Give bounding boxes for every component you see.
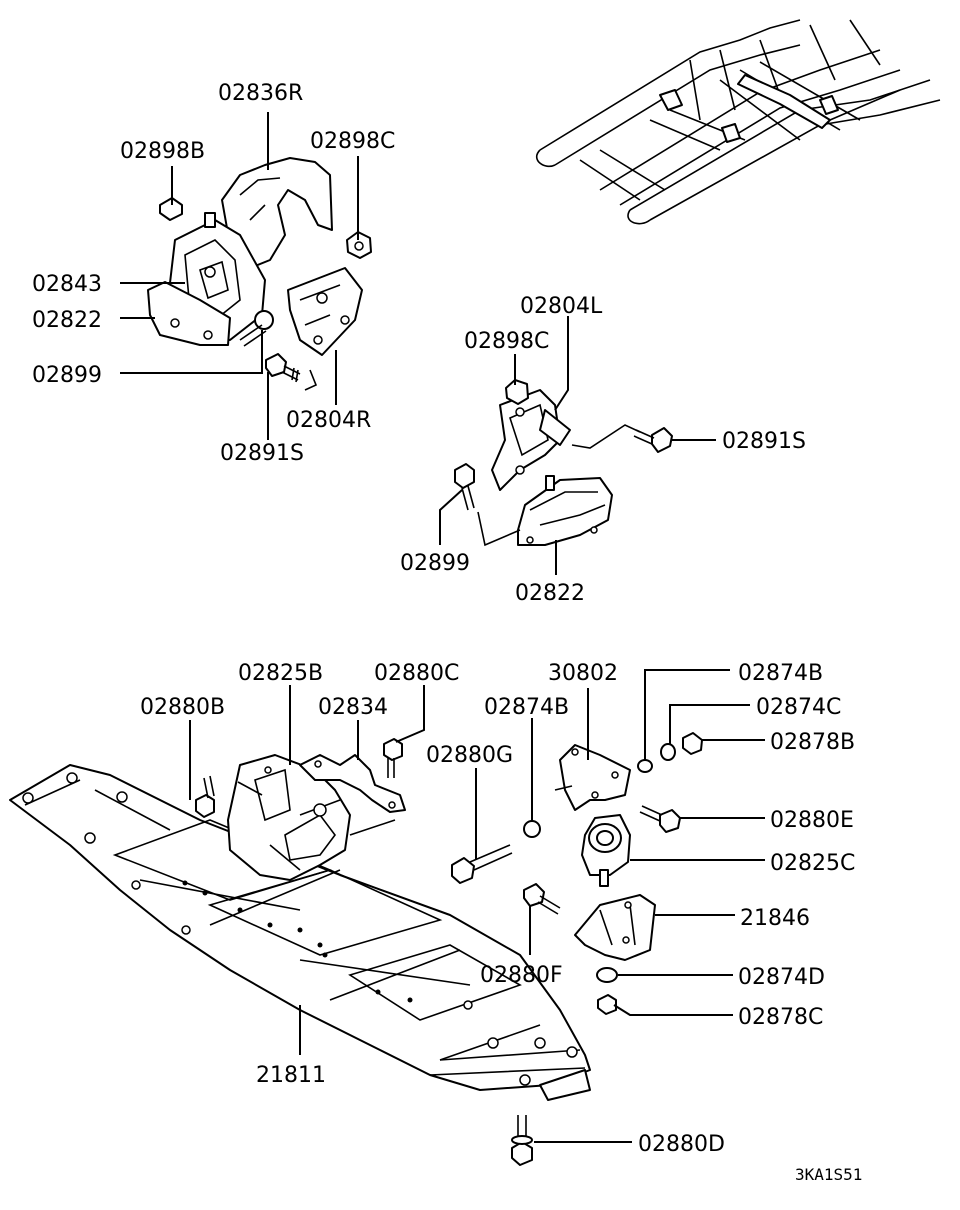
- label-21846: 21846: [740, 906, 810, 931]
- label-02878B: 02878B: [770, 730, 855, 755]
- label-02880G: 02880G: [426, 743, 513, 768]
- bolt-02880D-part: [511, 1141, 533, 1166]
- washer-02874D-part: [596, 967, 618, 983]
- nut-02878B-part: [682, 732, 703, 755]
- mount-bracket-02834-part: [299, 754, 406, 813]
- leader-lines: [120, 112, 765, 1143]
- label-02898C-mid: 02898C: [464, 329, 549, 354]
- label-02898C-top: 02898C: [310, 129, 395, 154]
- label-02899-top: 02899: [32, 363, 102, 388]
- label-21811: 21811: [256, 1063, 326, 1088]
- transmission-mount-group: [195, 738, 406, 881]
- bracket-30802-part: [559, 744, 631, 811]
- label-02880B: 02880B: [140, 695, 225, 720]
- washer-02874B-part: [637, 759, 653, 773]
- washer-02874B-lower-part: [523, 820, 541, 838]
- label-02874B-top: 02874B: [738, 661, 823, 686]
- part-labels: 02836R 02898B 02898C 02843 02822 02899 0…: [32, 81, 862, 1184]
- mount-plate-part: [287, 267, 363, 356]
- label-02843: 02843: [32, 272, 102, 297]
- washer-02874C-part: [660, 743, 676, 761]
- label-02804R: 02804R: [286, 408, 371, 433]
- label-02836R: 02836R: [218, 81, 303, 106]
- label-02891S-top: 02891S: [220, 441, 304, 466]
- drawing-code: 3KA1S51: [795, 1165, 862, 1184]
- label-02804L: 02804L: [520, 294, 603, 319]
- crossmember-group: [9, 764, 591, 1101]
- label-30802: 30802: [548, 661, 618, 686]
- label-02874B-left: 02874B: [484, 695, 569, 720]
- bolt-02880E-part: [659, 809, 681, 833]
- mount-insulator-left-part: [517, 477, 613, 546]
- label-02880F: 02880F: [480, 963, 563, 988]
- label-02899-mid: 02899: [400, 551, 470, 576]
- label-02891S-mid: 02891S: [722, 429, 806, 454]
- label-02898B: 02898B: [120, 139, 205, 164]
- label-02880E: 02880E: [770, 808, 854, 833]
- engine-mount-left-group: [454, 379, 673, 547]
- bolt-02880G-part: [451, 857, 475, 884]
- label-02822-mid: 02822: [515, 581, 585, 606]
- bolt-02880B-part: [195, 794, 215, 818]
- label-02878C: 02878C: [738, 1005, 823, 1030]
- label-02880D: 02880D: [638, 1132, 725, 1157]
- bolt-02880C-part: [383, 738, 403, 761]
- label-02825B: 02825B: [238, 661, 323, 686]
- bolt-02880F-part: [523, 883, 545, 907]
- label-02834: 02834: [318, 695, 388, 720]
- mount-bracket-part: [147, 281, 231, 346]
- label-02880C: 02880C: [374, 661, 459, 686]
- bolt-02891S-part: [265, 353, 287, 377]
- chassis-frame-locator: [535, 19, 941, 225]
- engine-mount-right-group: [147, 157, 372, 391]
- label-02825C: 02825C: [770, 851, 855, 876]
- bracket-21846-part: [574, 894, 656, 961]
- label-02822-top: 02822: [32, 308, 102, 333]
- label-02874C: 02874C: [756, 695, 841, 720]
- label-02874D: 02874D: [738, 965, 825, 990]
- nut-02878C-part: [597, 994, 617, 1015]
